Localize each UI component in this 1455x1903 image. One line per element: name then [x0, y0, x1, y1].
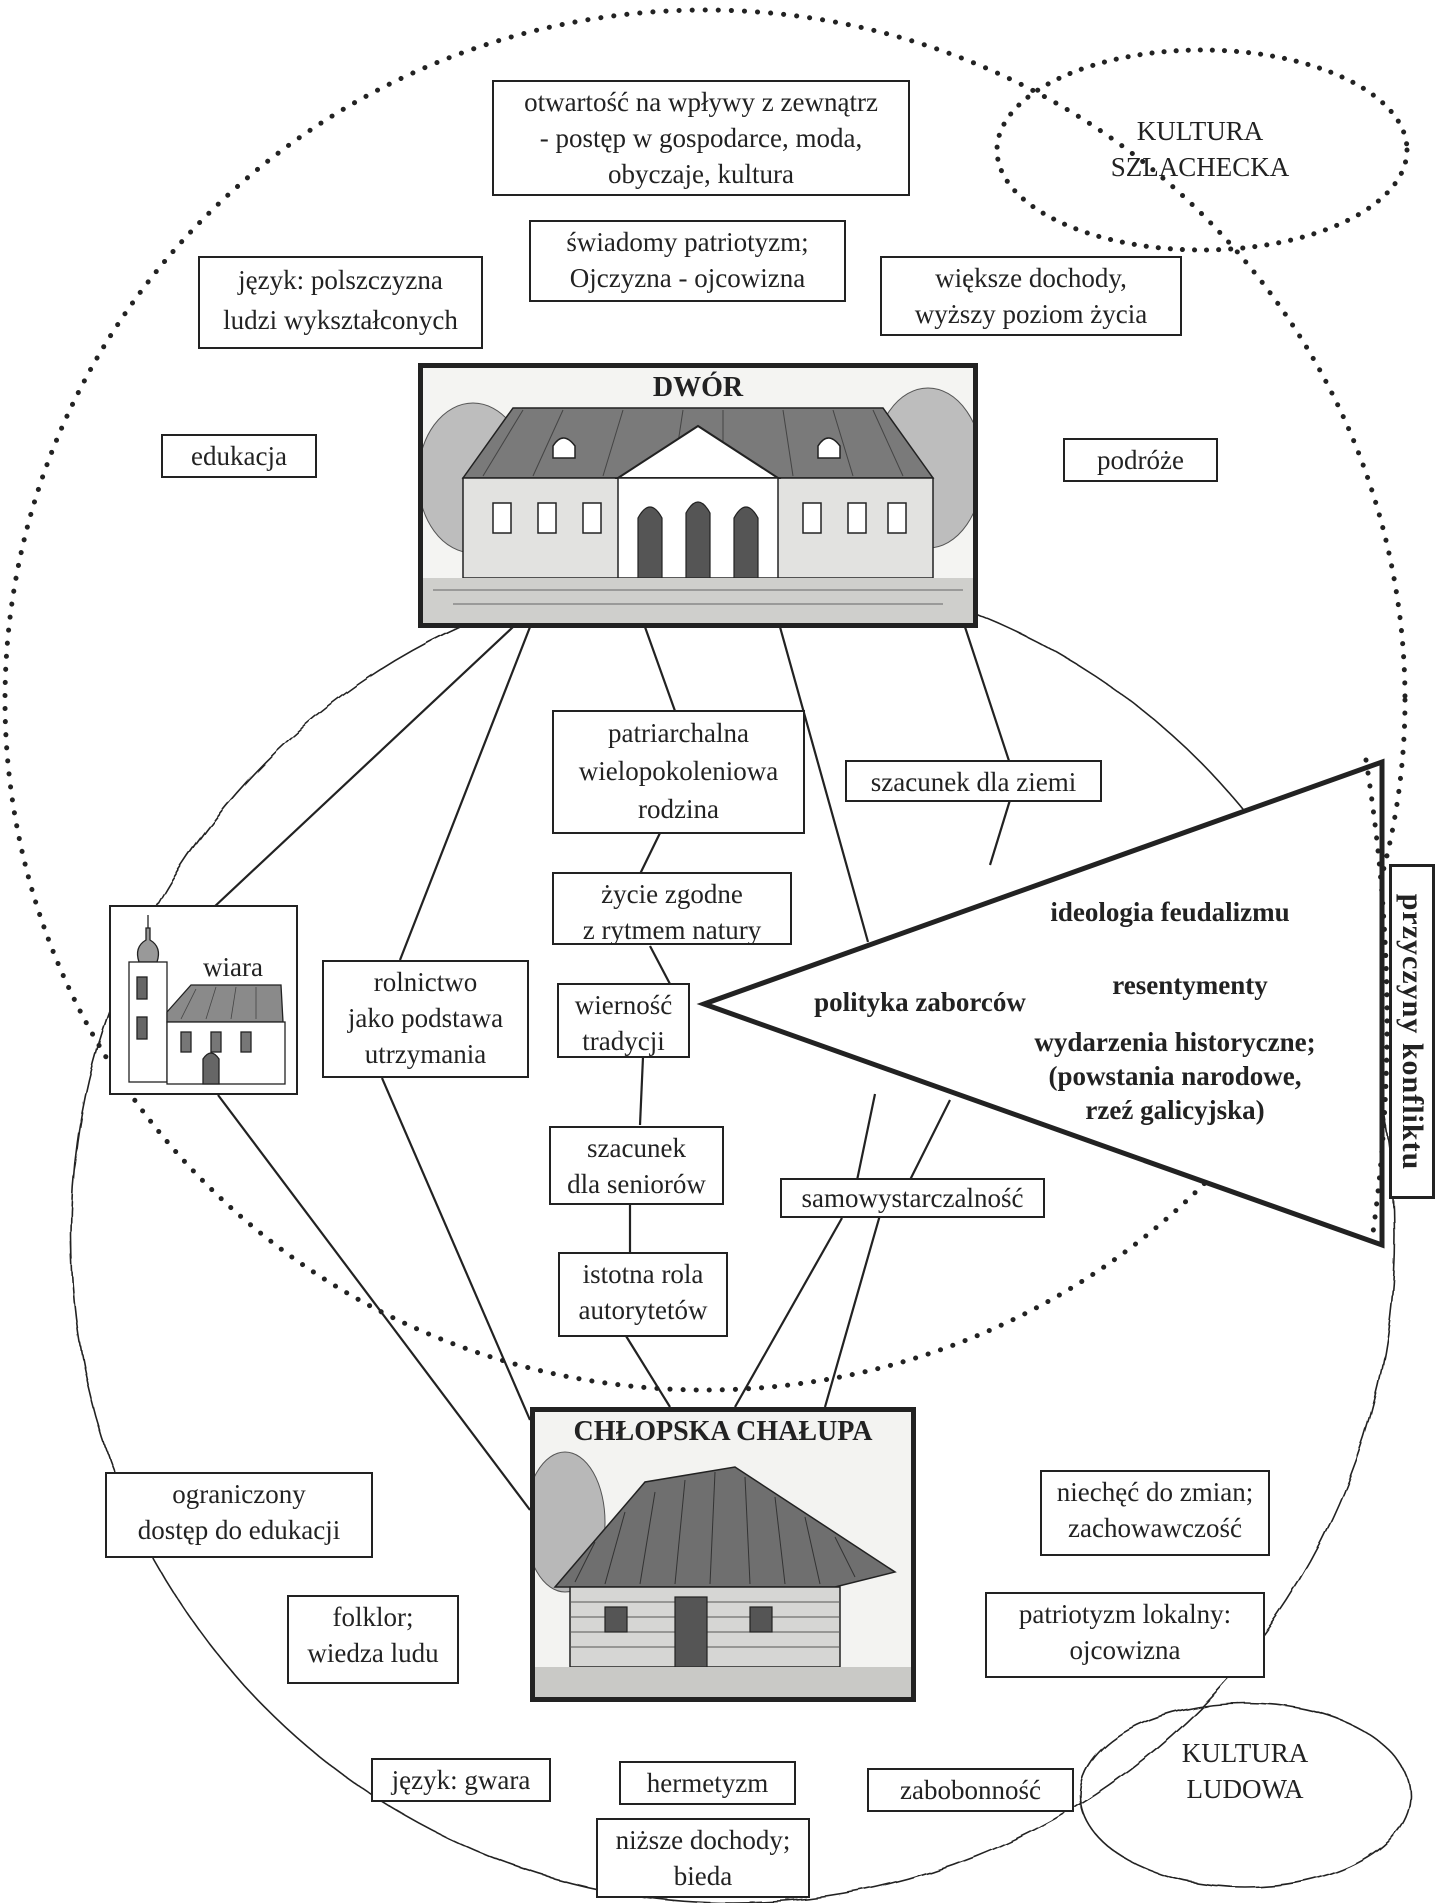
- cottage-icon: [535, 1412, 911, 1697]
- box-nizsze-dochody: niższe dochody; bieda: [596, 1818, 810, 1898]
- szlachecka-ellipse: [2, 7, 1408, 1393]
- kultura-szlachecka-label: KULTURA SZLACHECKA: [1110, 116, 1290, 182]
- wiara-label: wiara: [203, 952, 263, 982]
- box-szacunek-dla-ziemi: szacunek dla ziemi: [845, 760, 1102, 802]
- manor-house-icon: [423, 368, 973, 623]
- box-swiadomy-patriotyzm: świadomy patriotyzm; Ojczyzna - ojcowizn…: [529, 220, 846, 302]
- ludowa-label-ellipse: [1079, 1702, 1411, 1888]
- box-jezyk-gwara: język: gwara: [371, 1758, 551, 1802]
- kultura-ludowa-label: KULTURA LUDOWA: [1181, 1738, 1309, 1804]
- przyczyny-konfliktu-label: przyczyny konfliktu: [1389, 864, 1435, 1199]
- conflict-triangle: [696, 758, 1385, 1249]
- box-edukacja: edukacja: [161, 434, 317, 478]
- box-folklor: folklor; wiedza ludu: [287, 1595, 459, 1684]
- box-zycie-zgodne: życie zgodne z rytmem natury: [552, 872, 792, 945]
- szlachecka-label-ellipse: [994, 47, 1410, 253]
- chalupa-title: CHŁOPSKA CHAŁUPA: [573, 1416, 873, 1447]
- triangle-resentymenty: resentymenty: [1112, 970, 1268, 1000]
- box-istotna-rola-autorytetow: istotna rola autorytetów: [558, 1252, 728, 1337]
- box-zabobonnosc: zabobonność: [867, 1768, 1074, 1812]
- box-patriarchalna-rodzina: patriarchalna wielopokoleniowa rodzina: [552, 710, 805, 834]
- box-ograniczony-dostep: ograniczony dostęp do edukacji: [105, 1472, 373, 1558]
- box-rolnictwo: rolnictwo jako podstawa utrzymania: [322, 960, 529, 1078]
- church-image: wiara: [109, 905, 298, 1095]
- church-icon: [128, 915, 286, 1085]
- box-samowystarczalnosc: samowystarczalność: [780, 1178, 1045, 1218]
- triangle-wydarzenia: wydarzenia historyczne; (powstania narod…: [1034, 1027, 1316, 1125]
- dwor-image: DWÓR: [418, 363, 978, 628]
- chalupa-image: CHŁOPSKA CHAŁUPA: [530, 1407, 916, 1702]
- box-niechec-do-zmian: niechęć do zmian; zachowawczość: [1040, 1470, 1270, 1556]
- przyczyny-konfliktu-text: przyczyny konfliktu: [1396, 893, 1429, 1170]
- box-wieksze-dochody: większe dochody, wyższy poziom życia: [880, 256, 1182, 336]
- box-wiernosc-tradycji: wierność tradycji: [557, 983, 690, 1058]
- box-jezyk-polszczyzna: język: polszczyzna ludzi wykształconych: [198, 256, 483, 349]
- triangle-feudalizm: ideologia feudalizmu: [1050, 897, 1290, 927]
- box-szacunek-dla-seniorow: szacunek dla seniorów: [549, 1126, 724, 1205]
- box-patriotyzm-lokalny: patriotyzm lokalny: ojcowizna: [985, 1592, 1265, 1678]
- box-hermetyzm: hermetyzm: [619, 1761, 796, 1805]
- triangle-polityka-zaborcow: polityka zaborców: [814, 987, 1026, 1017]
- dwor-title: DWÓR: [652, 372, 744, 403]
- box-otwartosc: otwartość na wpływy z zewnątrz - postęp …: [492, 80, 910, 196]
- box-podroze: podróże: [1063, 438, 1218, 482]
